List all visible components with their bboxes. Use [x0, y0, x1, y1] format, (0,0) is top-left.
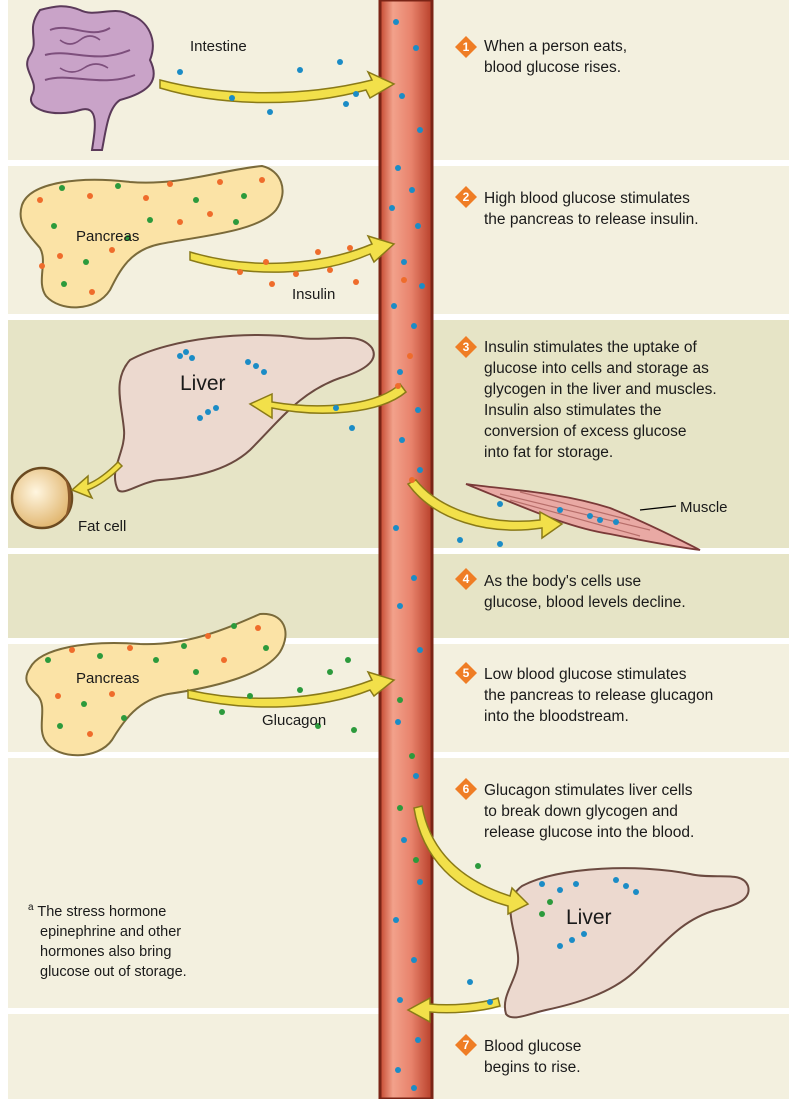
step-5-line-2: the pancreas to release glucagon [484, 685, 713, 706]
step-4-badge: 4 [455, 568, 477, 590]
step-6-line-1: Glucagon stimulates liver cells [484, 780, 694, 801]
muscle-illustration [466, 484, 700, 550]
step-5-line-3: into the bloodstream. [484, 706, 713, 727]
step-1-number: 1 [455, 36, 477, 58]
step-1-line-2: blood glucose rises. [484, 57, 627, 78]
label-liver-top: Liver [180, 372, 226, 396]
step-7-line-2: begins to rise. [484, 1057, 581, 1078]
label-fat-cell: Fat cell [78, 518, 126, 536]
footnote-line-1: a The stress hormone [28, 898, 187, 922]
step-7-badge: 7 [455, 1034, 477, 1056]
step-3-badge: 3 [455, 336, 477, 358]
step-6-badge: 6 [455, 778, 477, 800]
step-6-line-3: release glucose into the blood. [484, 822, 694, 843]
step-3-number: 3 [455, 336, 477, 358]
step-3-line-3: glycogen in the liver and muscles. [484, 379, 717, 400]
footnote-line-3: hormones also bring [28, 942, 187, 962]
step-3-line-5: conversion of excess glucose [484, 421, 717, 442]
label-glucagon: Glucagon [262, 712, 326, 730]
step-2-number: 2 [455, 186, 477, 208]
blood-vessel [380, 0, 432, 1099]
step-6-line-2: to break down glycogen and [484, 801, 694, 822]
fat-cell-illustration [12, 468, 72, 528]
pancreas-top-illustration [21, 166, 283, 307]
step-6-number: 6 [455, 778, 477, 800]
step-1-line-1: When a person eats, [484, 36, 627, 57]
footnote-line-2: epinephrine and other [28, 922, 187, 942]
step-7-text: Blood glucose begins to rise. [484, 1036, 581, 1078]
label-intestine: Intestine [190, 38, 247, 56]
step-3-line-6: into fat for storage. [484, 442, 717, 463]
step-2-text: High blood glucose stimulates the pancre… [484, 188, 699, 230]
footnote-line-4: glucose out of storage. [28, 962, 187, 982]
step-7-number: 7 [455, 1034, 477, 1056]
label-muscle: Muscle [680, 499, 728, 517]
footnote: a The stress hormone epinephrine and oth… [28, 898, 187, 982]
step-7-line-1: Blood glucose [484, 1036, 581, 1057]
step-5-text: Low blood glucose stimulates the pancrea… [484, 664, 713, 727]
step-5-badge: 5 [455, 662, 477, 684]
footnote-line-1-text: The stress hormone [37, 904, 166, 920]
step-1-text: When a person eats, blood glucose rises. [484, 36, 627, 78]
intestine-illustration [27, 6, 154, 150]
label-insulin: Insulin [292, 286, 335, 304]
step-4-line-1: As the body's cells use [484, 571, 686, 592]
label-pancreas-bottom: Pancreas [76, 670, 139, 688]
step-3-line-1: Insulin stimulates the uptake of [484, 337, 717, 358]
step-4-text: As the body's cells use glucose, blood l… [484, 571, 686, 613]
step-3-line-4: Insulin also stimulates the [484, 400, 717, 421]
step-6-text: Glucagon stimulates liver cells to break… [484, 780, 694, 843]
liver-bottom-illustration [505, 868, 749, 1017]
step-4-line-2: glucose, blood levels decline. [484, 592, 686, 613]
pancreas-bottom-illustration [26, 614, 285, 755]
label-liver-bottom: Liver [566, 906, 612, 930]
step-2-line-1: High blood glucose stimulates [484, 188, 699, 209]
step-2-line-2: the pancreas to release insulin. [484, 209, 699, 230]
step-3-text: Insulin stimulates the uptake of glucose… [484, 337, 717, 463]
step-5-number: 5 [455, 662, 477, 684]
footnote-marker: a [28, 902, 34, 913]
step-5-line-1: Low blood glucose stimulates [484, 664, 713, 685]
label-pancreas-top: Pancreas [76, 228, 139, 246]
step-4-number: 4 [455, 568, 477, 590]
step-1-badge: 1 [455, 36, 477, 58]
step-2-badge: 2 [455, 186, 477, 208]
step-3-line-2: glucose into cells and storage as [484, 358, 717, 379]
